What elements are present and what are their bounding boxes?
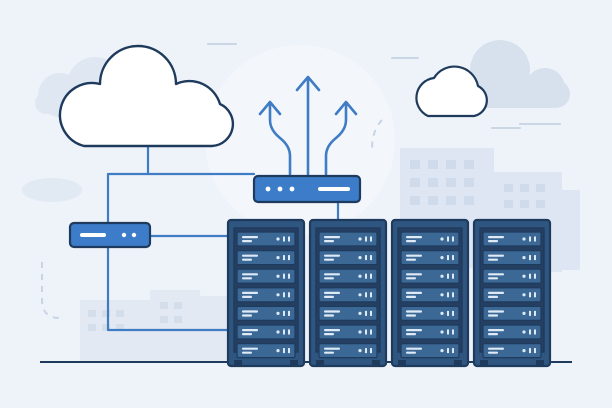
server-unit — [482, 305, 542, 321]
background-glow — [205, 45, 395, 235]
server-rack-icon — [472, 218, 552, 368]
background-cloud-small — [22, 178, 82, 202]
server-unit — [482, 231, 542, 247]
server-unit — [482, 343, 542, 359]
server-unit — [318, 343, 378, 359]
server-unit — [400, 287, 460, 303]
server-unit — [318, 324, 378, 340]
server-unit — [400, 305, 460, 321]
building-windows-left — [88, 302, 182, 331]
switch-icon — [68, 221, 152, 249]
server-unit — [482, 324, 542, 340]
upload-arrow-icon — [258, 100, 292, 176]
server-unit — [400, 268, 460, 284]
router-icon — [252, 174, 362, 204]
server-unit — [236, 343, 296, 359]
server-unit — [236, 268, 296, 284]
server-unit — [236, 287, 296, 303]
upload-arrows — [258, 75, 358, 176]
server-unit — [318, 250, 378, 266]
server-unit — [236, 231, 296, 247]
server-racks — [226, 218, 552, 368]
server-unit — [400, 343, 460, 359]
server-unit — [482, 268, 542, 284]
background-lines — [207, 43, 561, 129]
server-unit — [400, 231, 460, 247]
network-connectors — [106, 144, 340, 332]
server-unit — [482, 287, 542, 303]
server-rack-icon — [390, 218, 470, 368]
server-unit — [318, 268, 378, 284]
server-unit — [318, 231, 378, 247]
server-rack-icon — [308, 218, 388, 368]
building-windows — [410, 160, 545, 208]
server-unit — [318, 305, 378, 321]
background-cloud-right — [470, 40, 570, 108]
server-unit — [482, 250, 542, 266]
server-unit — [236, 324, 296, 340]
upload-arrow-icon — [324, 100, 358, 176]
server-unit — [400, 324, 460, 340]
cloud-icon — [415, 65, 488, 118]
upload-arrow-icon — [295, 75, 321, 176]
server-unit — [400, 250, 460, 266]
server-rack-icon — [226, 218, 306, 368]
server-unit — [236, 250, 296, 266]
server-unit — [318, 287, 378, 303]
dashed-accents — [41, 119, 383, 319]
cloud-icon — [58, 44, 235, 148]
server-unit — [236, 305, 296, 321]
